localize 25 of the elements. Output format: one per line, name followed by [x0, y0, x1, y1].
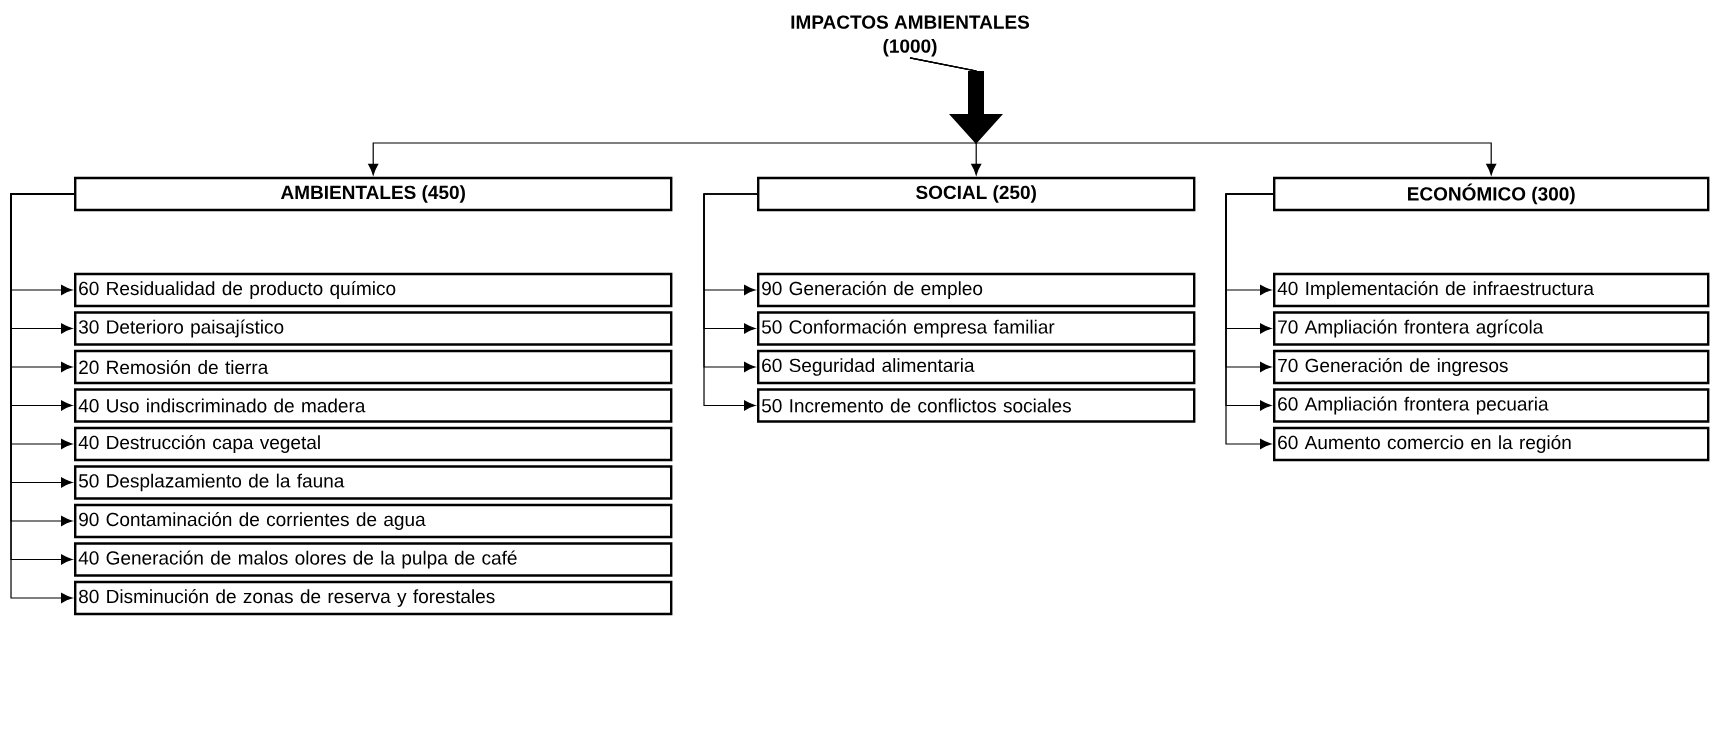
impact-box: 80 Disminución de zonas de reserva y forestales — [74, 580, 673, 616]
impact-box: 40 Uso indiscriminado de madera — [74, 388, 673, 423]
impact-box: 60 Residualidad de producto químico — [74, 272, 673, 308]
impact-box: 60 Ampliación frontera pecuaria — [1273, 388, 1710, 423]
impact-box: 60 Aumento comercio en la región — [1273, 426, 1710, 462]
impact-box: 70 Generación de ingresos — [1273, 349, 1710, 385]
impact-box: 50 Desplazamiento de la fauna — [74, 465, 673, 500]
impact-box: 90 Contaminación de corrientes de agua — [74, 503, 673, 539]
impact-box: 60 Seguridad alimentaria — [757, 349, 1196, 385]
impact-box: 50 Incremento de conflictos sociales — [757, 388, 1196, 423]
impact-box: 30 Deterioro paisajístico — [74, 311, 673, 346]
category-box: ECONÓMICO (300) — [1273, 176, 1710, 212]
impact-box: 40 Destrucción capa vegetal — [74, 426, 673, 462]
category-box: AMBIENTALES (450) — [74, 176, 673, 212]
branch-arrow — [909, 57, 1497, 176]
impact-box: 50 Conformación empresa familiar — [757, 311, 1196, 346]
category-box: SOCIAL (250) — [757, 176, 1196, 212]
title-text: IMPACTOS AMBIENTALES (1000) — [791, 15, 1030, 57]
impact-box: 40 Generación de malos olores de la pulpa de café — [74, 542, 673, 577]
impact-box: 20 Remosión de tierra — [74, 349, 673, 385]
impact-box: 70 Ampliación frontera agrícola — [1273, 311, 1710, 346]
impact-box: 40 Implementación de infraestructura — [1273, 272, 1710, 308]
block-arrow — [949, 71, 1003, 144]
impact-box: 90 Generación de empleo — [757, 272, 1196, 308]
branch-arrow — [703, 193, 758, 411]
